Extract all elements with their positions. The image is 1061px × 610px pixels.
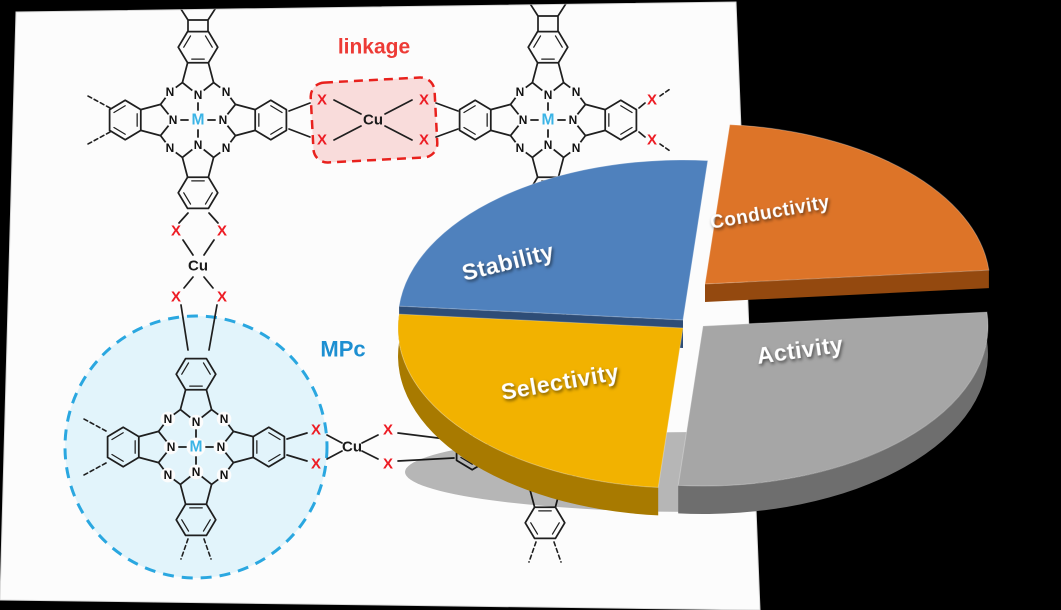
- pie-chart: Stability Conductivity Activity Selectiv…: [397, 124, 995, 516]
- pie-slice-activity: [677, 311, 989, 487]
- halogen-x: X: [217, 289, 227, 306]
- pie-slice-selectivity-side: [398, 314, 659, 516]
- copper-atom: Cu: [363, 112, 383, 129]
- halogen-x: X: [647, 92, 657, 109]
- halogen-x: X: [217, 223, 227, 240]
- linkage-label: linkage: [338, 36, 410, 59]
- linkage-bonds-left-column: [178, 212, 219, 351]
- pie-slice-selectivity: [397, 313, 684, 488]
- halogen-x: X: [647, 132, 657, 149]
- linkage-highlight-box: [309, 76, 439, 164]
- pie-slice-stability: [398, 159, 709, 321]
- halogen-x: X: [317, 92, 327, 109]
- pie-slice-conductivity-group: [704, 124, 990, 302]
- halogen-x: X: [311, 422, 321, 439]
- copper-atom: Cu: [342, 439, 362, 456]
- partial-ring-top-right: [528, 2, 568, 32]
- halogen-x: X: [171, 223, 181, 240]
- linkage-highlight-box-group: [309, 76, 439, 164]
- pie-slice-activity-side: [678, 312, 988, 515]
- pie-slice-conductivity: [704, 124, 990, 285]
- halogen-x: X: [419, 92, 429, 109]
- pie-slice-conductivity-side: [705, 270, 989, 302]
- halogen-x: X: [311, 456, 321, 473]
- pie-slice-selectivity-group: [397, 313, 684, 516]
- halogen-x: X: [419, 132, 429, 149]
- copper-atom: Cu: [188, 258, 208, 275]
- mpc-label: MPc: [320, 337, 365, 362]
- pie-slice-activity-group: [677, 311, 989, 515]
- chemical-structure-layer: X X X X X X X X X X X X X X X X Cu Cu Cu…: [63, 2, 671, 580]
- halogen-x: X: [383, 456, 393, 473]
- linkage-bonds-right-edge: [638, 102, 646, 138]
- halogen-x: X: [383, 422, 393, 439]
- halogen-x: X: [317, 132, 327, 149]
- continuation-dashes: [83, 88, 671, 563]
- linkage-bonds-top: [288, 99, 459, 141]
- linkage-bonds-bottom: [286, 432, 455, 462]
- halogen-x: X: [171, 289, 181, 306]
